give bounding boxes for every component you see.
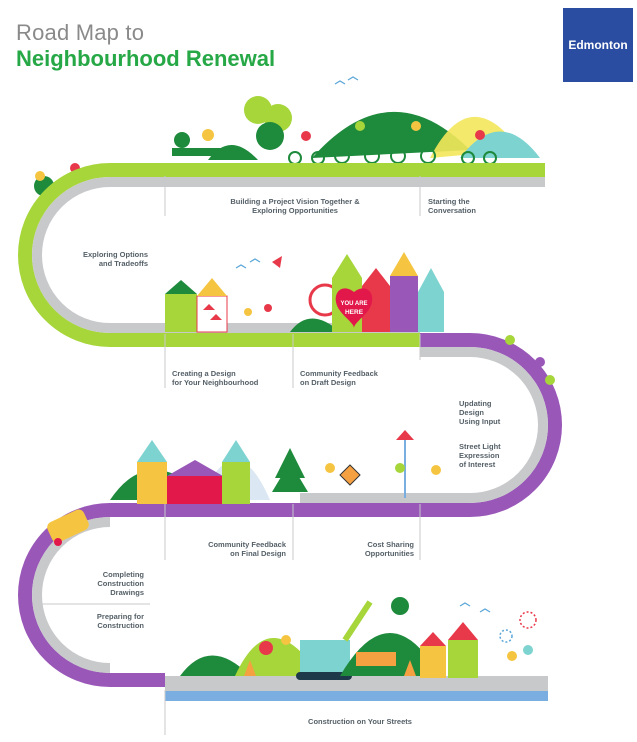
house-icon [165, 294, 197, 332]
firework-icon [519, 611, 537, 629]
stage-label-exploring-options: Exploring Options and Tradeoffs [83, 250, 148, 268]
stage-label-building-vision: Building a Project Vision Together & Exp… [230, 197, 360, 215]
stage-label-community-draft: Community Feedback on Draft Design [300, 369, 378, 387]
badge-line-2: HERE [345, 309, 364, 316]
stage-label-starting-conversation: Starting the Conversation [428, 197, 476, 215]
barricade-icon [356, 652, 396, 666]
bench-icon [172, 148, 222, 156]
person-icon [174, 132, 190, 148]
scenery-row-3 [47, 430, 441, 546]
badge-line-1: YOU ARE [340, 301, 367, 307]
title-line-1: Road Map to [16, 20, 145, 45]
hill-dark [312, 111, 470, 158]
stage-label-cost-sharing: Cost Sharing Opportunities [364, 540, 414, 558]
stage-label-completing-drawings: Completing Construction Drawings [97, 570, 144, 597]
scenery-row-1 [34, 76, 540, 196]
road-purple [110, 333, 562, 517]
person-lying-icon [35, 171, 45, 181]
road-green [18, 163, 545, 347]
stage-label-construction: Construction on Your Streets [308, 717, 412, 726]
scenery-row-2: YOU ARE HERE [165, 252, 555, 385]
edmonton-logo: Edmonton [563, 8, 633, 82]
excavator-icon [300, 640, 350, 676]
title-line-2: Neighbourhood Renewal [16, 46, 276, 71]
stage-label-creating-design: Creating a Design for Your Neighbourhood [172, 369, 259, 387]
road-sign-icon [339, 464, 361, 486]
stage-label-street-light: Street Light Expression of Interest [459, 442, 501, 469]
stage-dividers [40, 176, 421, 735]
birds-icon [334, 76, 359, 85]
car-icon [47, 509, 89, 543]
stage-label-community-final: Community Feedback on Final Design [208, 540, 286, 558]
scenery-row-4 [180, 597, 537, 680]
you-are-here-marker [335, 288, 373, 328]
stage-label-updating-design: Updating Design Using Input [459, 399, 501, 426]
stop-sign-icon [259, 641, 273, 655]
stage-label-preparing: Preparing for Construction [96, 612, 144, 630]
kite-icon [272, 256, 282, 268]
traffic-cone-icon [244, 660, 256, 676]
